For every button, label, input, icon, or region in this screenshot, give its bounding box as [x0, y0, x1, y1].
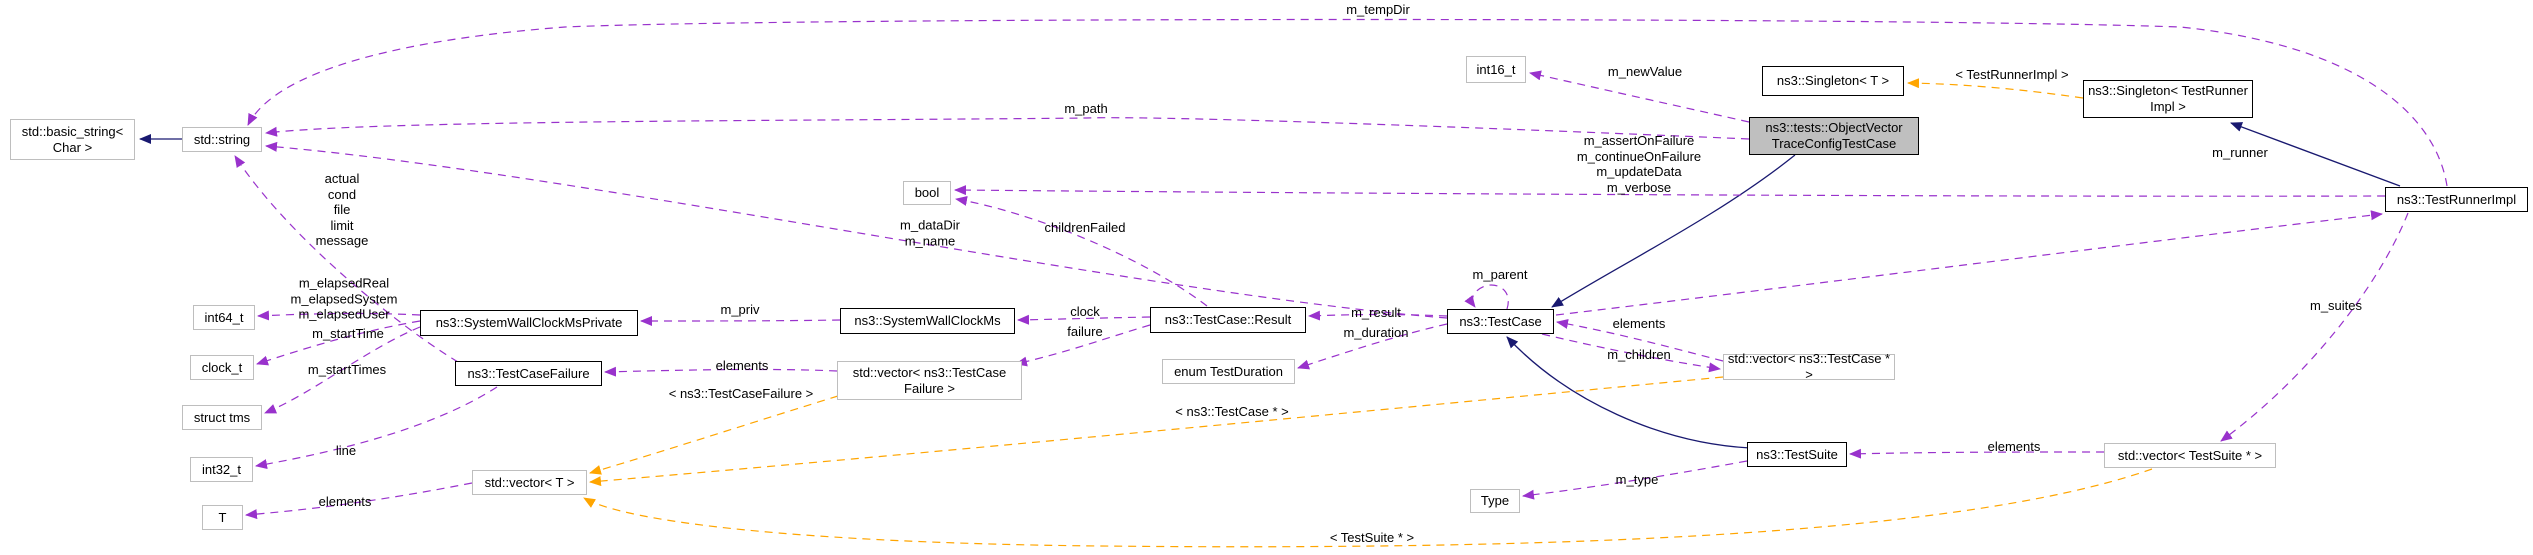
node-type: Type	[1470, 489, 1520, 513]
label-failure: failure	[1067, 324, 1103, 340]
edge-m-result	[1308, 310, 1448, 321]
node-objectvector-traceconfig-testcase[interactable]: ns3::tests::ObjectVector TraceConfigTest…	[1749, 117, 1919, 155]
edge-template-testrunnerimpl	[1907, 78, 2084, 99]
node-systemwallclockmsprivate[interactable]: ns3::SystemWallClockMsPrivate	[420, 310, 638, 336]
label-m-starttime: m_startTime	[312, 326, 384, 342]
edge-elements-suite	[1849, 448, 2105, 459]
node-testcase[interactable]: ns3::TestCase	[1447, 309, 1554, 334]
edge-objectvector-inherits-testcase	[1551, 154, 1796, 308]
label-m-type: m_type	[1615, 472, 1659, 488]
edge-m-tempdir	[247, 18, 2448, 187]
label-template-testcasefailure: < ns3::TestCaseFailure >	[668, 386, 814, 402]
label-elements-testcase: elements	[1612, 316, 1666, 332]
node-std-basic-string: std::basic_string< Char >	[10, 119, 135, 160]
edge-elements-failure	[604, 366, 838, 377]
edge-m-children	[1541, 333, 1721, 373]
node-singleton-t[interactable]: ns3::Singleton< T >	[1762, 66, 1904, 96]
edge-m-starttimes	[264, 326, 421, 414]
edge-m-parent	[1464, 284, 1509, 310]
label-m-result: m_result	[1351, 305, 1401, 321]
label-elements-failure: elements	[715, 358, 769, 374]
edge-failure	[1015, 324, 1151, 367]
node-bool: bool	[903, 181, 951, 205]
node-singleton-testrunnerimpl[interactable]: ns3::Singleton< TestRunner Impl >	[2083, 80, 2253, 118]
node-testsuite[interactable]: ns3::TestSuite	[1747, 442, 1847, 467]
label-m-starttimes: m_startTimes	[307, 362, 387, 378]
edge-testsuite-inherits-testcase	[1506, 336, 1751, 449]
label-elements-suite: elements	[1987, 439, 2041, 455]
node-testcasefailure[interactable]: ns3::TestCaseFailure	[455, 361, 602, 386]
edge-testcase-strings	[265, 141, 1448, 319]
label-line: line	[335, 443, 357, 459]
edge-elements-testcase	[1556, 319, 1724, 362]
node-std-string: std::string	[182, 127, 262, 152]
label-m-priv: m_priv	[720, 302, 760, 318]
node-testcase-result[interactable]: ns3::TestCase::Result	[1150, 307, 1306, 333]
label-m-runner: m_runner	[2212, 145, 2268, 161]
label-m-path: m_path	[1064, 101, 1108, 117]
label-failure-fields: actual cond file limit message	[315, 171, 369, 249]
label-m-tempdir: m_tempDir	[1346, 2, 1410, 18]
label-m-duration: m_duration	[1343, 325, 1409, 341]
edge-template-testcasefailure	[589, 395, 839, 475]
label-testcase-strings: m_dataDir m_name	[900, 217, 960, 248]
node-clock-t: clock_t	[190, 355, 254, 380]
edge-m-type	[1522, 460, 1748, 500]
node-vector-testsuite-ptr: std::vector< TestSuite * >	[2104, 443, 2276, 468]
edge-m-path	[265, 117, 1750, 140]
label-template-testcase-ptr: < ns3::TestCase * >	[1175, 404, 1289, 420]
node-vector-testcasefailure: std::vector< ns3::TestCase Failure >	[837, 361, 1022, 400]
node-int32-t: int32_t	[190, 457, 253, 482]
node-t: T	[202, 505, 243, 530]
label-m-suites: m_suites	[2309, 298, 2363, 314]
edge-m-suites	[2220, 212, 2409, 442]
label-elapsed: m_elapsedReal m_elapsedSystem m_elapsedU…	[290, 275, 398, 322]
edge-template-testsuiteptr	[583, 468, 2153, 548]
edge-clock	[1017, 314, 1151, 325]
edge-childrenfailed	[955, 195, 1208, 307]
edge-elements-t	[245, 482, 473, 520]
node-int16-t: int16_t	[1466, 56, 1526, 83]
node-int64-t: int64_t	[193, 305, 255, 330]
node-vector-testcase-ptr: std::vector< ns3::TestCase * >	[1723, 351, 1895, 382]
label-template-testsuite-ptr: < TestSuite * >	[1329, 530, 1415, 546]
edge-m-newvalue	[1529, 70, 1750, 123]
edge-runner-flags	[954, 185, 2386, 197]
node-systemwallclockms[interactable]: ns3::SystemWallClockMs	[840, 308, 1015, 334]
node-vector-t: std::vector< T >	[472, 470, 587, 495]
edge-failure-fields	[234, 155, 459, 363]
edge-line	[255, 386, 498, 470]
label-m-children: m_children	[1607, 347, 1671, 363]
node-struct-tms: struct tms	[182, 405, 262, 430]
node-enum-testduration: enum TestDuration	[1162, 359, 1295, 384]
edge-m-runner	[1555, 210, 2383, 316]
label-m-parent: m_parent	[1472, 267, 1528, 283]
label-m-newvalue: m_newValue	[1607, 64, 1683, 80]
label-runner-flags: m_assertOnFailure m_continueOnFailure m_…	[1576, 132, 1702, 195]
label-childrenfailed: childrenFailed	[1044, 220, 1126, 236]
label-elements-t: elements	[318, 494, 372, 510]
edge-m-duration	[1297, 323, 1448, 370]
edge-testrunnerimpl-inherits-singleton	[2230, 122, 2401, 187]
label-template-testrunnerimpl: < TestRunnerImpl >	[1955, 67, 2069, 83]
label-clock: clock	[1070, 304, 1100, 320]
edge-elapsed	[257, 310, 421, 321]
node-testrunnerimpl[interactable]: ns3::TestRunnerImpl	[2385, 187, 2528, 212]
edge-m-priv	[640, 315, 841, 326]
